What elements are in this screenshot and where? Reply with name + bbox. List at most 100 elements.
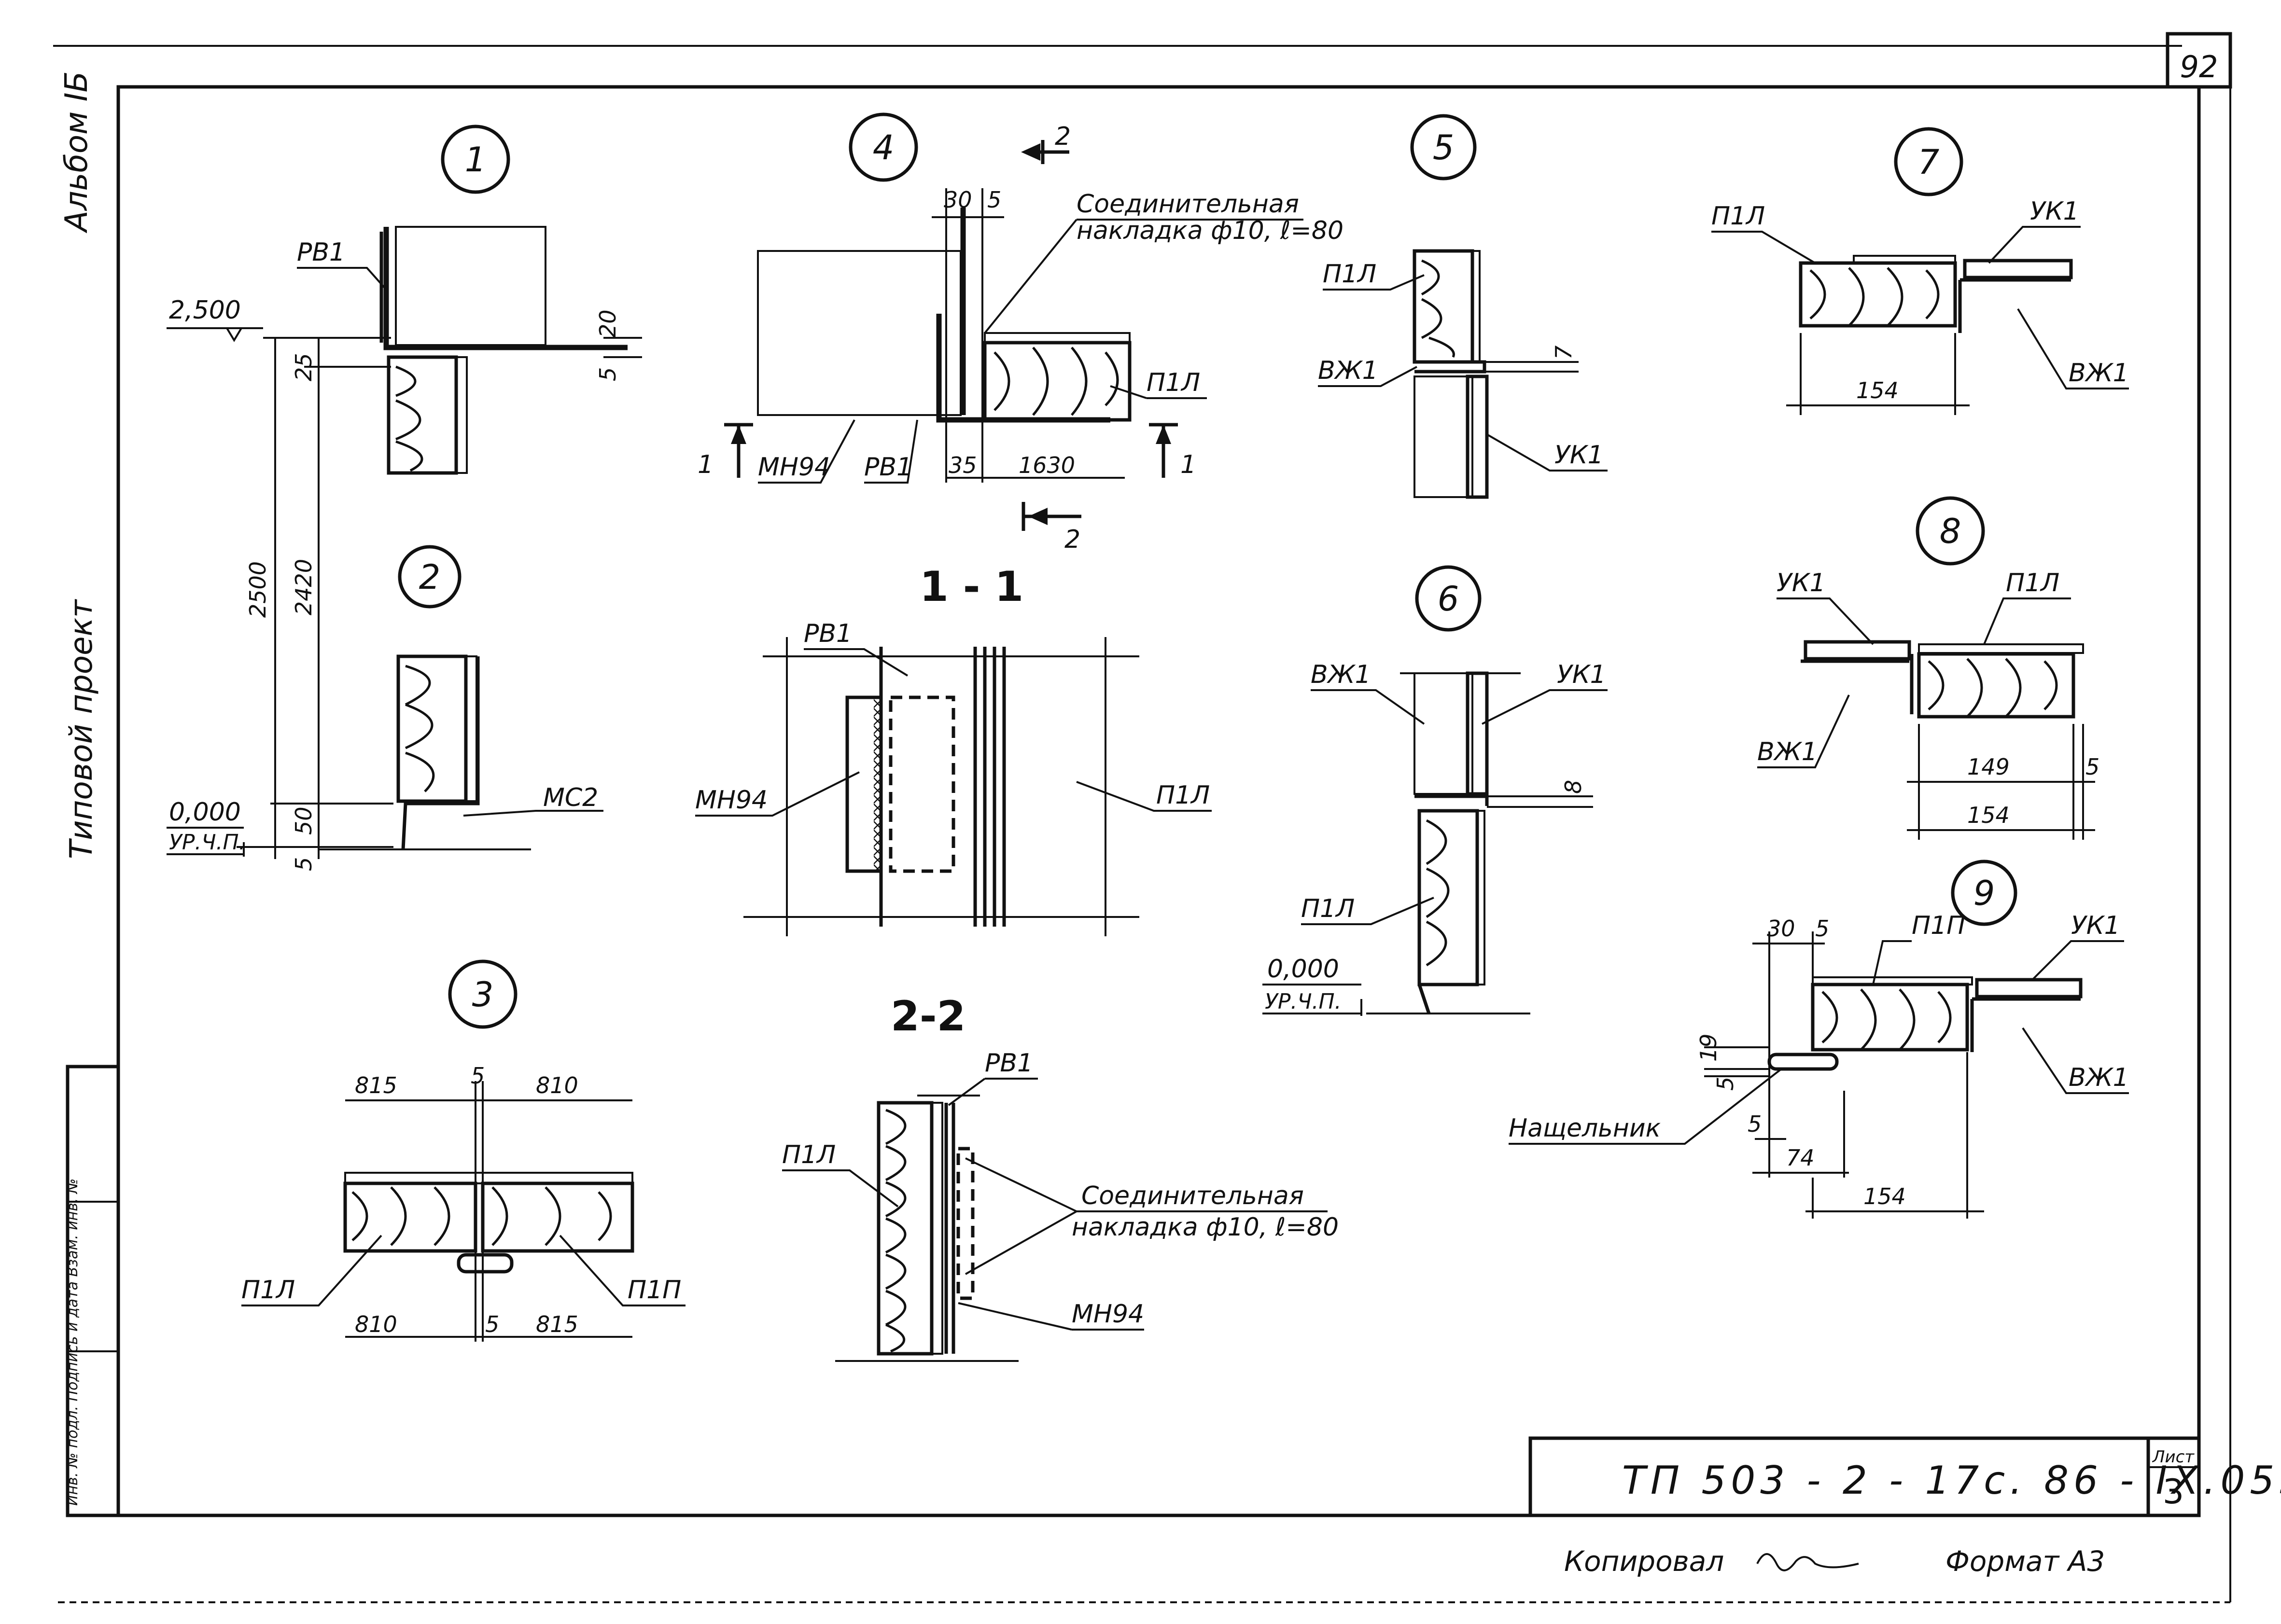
detail-8-number: 8 xyxy=(1940,512,1961,551)
detail-3-number: 3 xyxy=(472,975,494,1014)
detail-5-mark-p1l: П1Л xyxy=(1323,260,1376,289)
detail-6-dim-8: 8 xyxy=(1560,780,1586,794)
detail-4: 4 30 5 2 2 1 1 Соединительная накладка ф… xyxy=(698,112,1343,554)
detail-3-mark-left: П1Л xyxy=(241,1276,295,1305)
detail-3-dim-top-right: 810 xyxy=(536,1072,578,1098)
detail-2-mark-ms2: МС2 xyxy=(543,783,598,812)
detail-9: 9 30 5 П1П УК1 19 5 ВЖ1 Нащельник 5 74 1… xyxy=(1509,860,2129,1219)
detail-9-mark-p1p: П1П xyxy=(1912,911,1965,940)
detail-4-section-1-right: 1 xyxy=(1180,450,1196,479)
detail-1-level-zero: 0,000 xyxy=(169,798,241,827)
detail-5-number: 5 xyxy=(1433,128,1455,167)
list-label: Лист xyxy=(2152,1447,2195,1467)
section-2-2-note-line1: Соединительная xyxy=(1081,1181,1304,1210)
detail-1-level-top: 2,500 xyxy=(169,296,241,325)
detail-8-mark-p1l: П1Л xyxy=(2006,569,2059,597)
detail-4-note-line1: Соединительная xyxy=(1077,190,1299,219)
detail-9-dim-74: 74 xyxy=(1786,1145,1815,1171)
detail-1: 1 2,500 2500 2420 25 20 5 50 5 РВ1 0,000… xyxy=(167,125,642,871)
detail-5-dim-7: 7 xyxy=(1551,346,1577,360)
detail-9-dim-5b: 5 xyxy=(1712,1077,1738,1091)
detail-6-mark-p1l: П1Л xyxy=(1301,894,1355,923)
page-number: 92 xyxy=(2180,49,2218,84)
detail-1-number: 1 xyxy=(465,140,487,180)
sheet-frame xyxy=(53,32,2232,1603)
project-label: Типовой проект xyxy=(64,599,99,859)
detail-7-mark-uk1: УК1 xyxy=(2030,197,2079,226)
detail-1-dim-20: 20 xyxy=(595,309,621,338)
detail-8: 8 149 5 154 УК1 П1Л ВЖ1 xyxy=(1757,496,2099,840)
detail-4-note-line2: накладка ф10, ℓ=80 xyxy=(1077,216,1343,245)
detail-5-mark-vzh1: ВЖ1 xyxy=(1318,356,1378,385)
detail-9-dim-30: 30 xyxy=(1767,916,1795,942)
detail-4-mark-pv1: РВ1 xyxy=(864,453,912,482)
detail-9-dim-19: 19 xyxy=(1695,1033,1721,1062)
detail-8-dim-149: 149 xyxy=(1967,754,2010,780)
detail-6-level-floor: УР.Ч.П. xyxy=(1265,989,1342,1014)
detail-4-number: 4 xyxy=(873,128,895,167)
detail-7-dim-154: 154 xyxy=(1856,377,1899,403)
detail-1-mark-pv1: РВ1 xyxy=(297,238,345,267)
album-label: Альбом IБ xyxy=(59,71,95,234)
detail-3-mark-right: П1П xyxy=(628,1276,681,1305)
detail-4-mark-p1l: П1Л xyxy=(1147,368,1200,397)
detail-2: 2 МС2 xyxy=(319,545,603,850)
detail-8-mark-uk1: УК1 xyxy=(1777,569,1826,597)
detail-3-dim-top-left: 815 xyxy=(355,1072,397,1098)
detail-4-dim-1630: 1630 xyxy=(1019,452,1075,478)
detail-4-section-2-top: 2 xyxy=(1055,122,1071,151)
detail-4-dim-30: 30 xyxy=(944,187,972,213)
detail-1-dim-5a: 5 xyxy=(595,367,621,381)
detail-7-number: 7 xyxy=(1918,142,1940,182)
detail-6-mark-uk1: УК1 xyxy=(1557,660,1606,689)
detail-4-mark-mn94: МН94 xyxy=(758,453,830,482)
detail-7-mark-p1l: П1Л xyxy=(1711,202,1765,231)
detail-9-dim-5c: 5 xyxy=(1748,1111,1762,1137)
detail-1-dim-5b: 5 xyxy=(291,857,317,871)
detail-3-dim-bot-left: 810 xyxy=(355,1311,397,1337)
detail-7: 7 154 П1Л УК1 ВЖ1 xyxy=(1711,127,2129,415)
detail-1-dim-2420: 2420 xyxy=(291,559,317,615)
detail-1-dim-2500: 2500 xyxy=(245,561,271,618)
drawing-code: ТП 503 - 2 - 17с. 86 - IX.055СБ xyxy=(1622,1458,2281,1503)
detail-6-number: 6 xyxy=(1438,579,1459,619)
detail-9-number: 9 xyxy=(1973,874,1995,913)
detail-8-dim-154: 154 xyxy=(1967,802,2010,828)
detail-5: 5 П1Л ВЖ1 УК1 7 xyxy=(1318,114,1608,499)
detail-9-dim-5a: 5 xyxy=(1815,916,1829,942)
copied-signature xyxy=(1756,1553,1859,1571)
detail-6-level-zero: 0,000 xyxy=(1267,955,1339,984)
detail-9-mark-uk1: УК1 xyxy=(2071,911,2120,940)
detail-3-dim-bot-right: 815 xyxy=(536,1311,578,1337)
detail-6-mark-vzh1: ВЖ1 xyxy=(1311,660,1371,689)
detail-5-mark-uk1: УК1 xyxy=(1554,441,1604,470)
section-2-2-mark-p1l: П1Л xyxy=(782,1140,836,1169)
detail-7-mark-vzh1: ВЖ1 xyxy=(2069,359,2129,388)
detail-9-mark-nashchelnik: Нащельник xyxy=(1509,1114,1661,1143)
detail-2-number: 2 xyxy=(419,557,441,597)
detail-1-level-floor: УР.Ч.П. xyxy=(169,830,246,855)
detail-4-dim-5: 5 xyxy=(987,187,1001,213)
detail-9-mark-vzh1: ВЖ1 xyxy=(2069,1063,2129,1092)
detail-9-dim-154: 154 xyxy=(1863,1183,1906,1209)
detail-4-dim-35: 35 xyxy=(949,452,977,478)
section-2-2-mark-mn94: МН94 xyxy=(1072,1300,1144,1329)
section-1-1-mark-p1l: П1Л xyxy=(1156,781,1210,810)
section-2-2-note-line2: накладка ф10, ℓ=80 xyxy=(1072,1213,1339,1242)
detail-4-section-2-bottom: 2 xyxy=(1064,525,1080,554)
detail-1-dim-50: 50 xyxy=(291,806,317,835)
margin-stamp-text: Инв. № подл. Подпись и дата Взам. инв. № xyxy=(64,1179,81,1506)
detail-8-mark-vzh1: ВЖ1 xyxy=(1757,737,1818,766)
copied-label: Копировал xyxy=(1564,1545,1724,1578)
section-2-2-title: 2-2 xyxy=(891,992,966,1041)
detail-3: 3 815 5 810 810 5 815 П1Л П1П xyxy=(241,959,686,1342)
section-1-1-title: 1 - 1 xyxy=(920,563,1023,611)
section-1-1-mark-pv1: РВ1 xyxy=(804,619,852,648)
detail-3-dim-bot-gap: 5 xyxy=(485,1311,499,1337)
section-2-2-mark-pv1: РВ1 xyxy=(985,1049,1033,1078)
format-label: Формат А3 xyxy=(1945,1545,2105,1578)
list-number: 3 xyxy=(2163,1472,2184,1512)
detail-6: 6 ВЖ1 УК1 8 П1Л 0,000 УР.Ч.П. xyxy=(1262,565,1608,1016)
detail-8-dim-5: 5 xyxy=(2085,754,2099,780)
